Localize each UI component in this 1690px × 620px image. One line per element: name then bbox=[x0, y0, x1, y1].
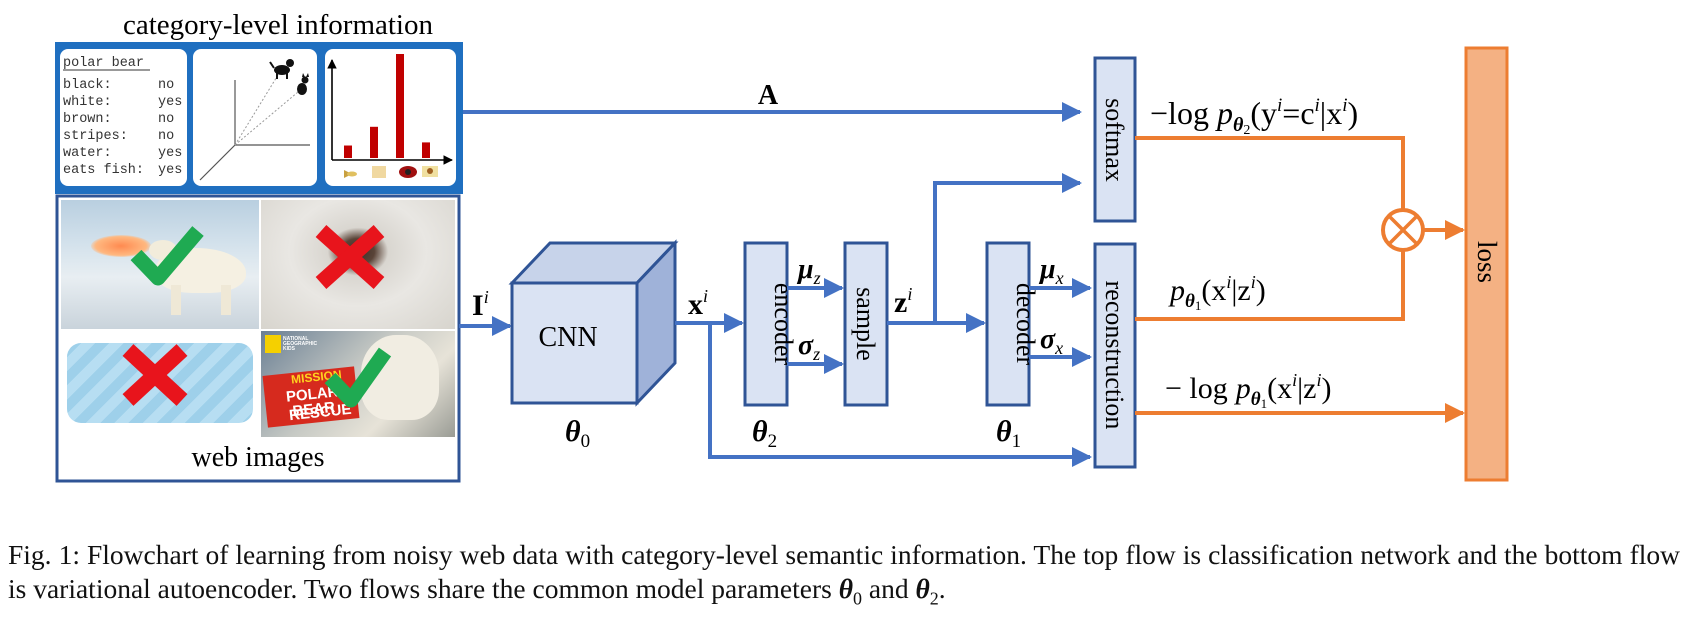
edge-feature-to-reconstruction bbox=[708, 323, 1092, 467]
cat-silhouette-icon bbox=[297, 73, 309, 95]
loss-block bbox=[1464, 46, 1509, 482]
attribute-thumbnails bbox=[344, 166, 438, 178]
edge-label-A: A bbox=[758, 80, 779, 111]
latent-label: zi bbox=[894, 284, 912, 319]
loss-label: loss bbox=[1472, 241, 1502, 283]
reconstruction-label: reconstruction bbox=[1100, 281, 1129, 430]
decoder-block bbox=[985, 241, 1031, 407]
figure-caption: Fig. 1: Flowchart of learning from noisy… bbox=[8, 539, 1680, 609]
attribute-name: stripes: bbox=[63, 129, 128, 144]
theta2-label: θ2 bbox=[752, 415, 777, 452]
attribute-name: white: bbox=[63, 95, 112, 110]
eye-thumbnail-icon bbox=[399, 166, 417, 178]
attribute-name: eats fish: bbox=[63, 163, 144, 178]
fish-thumbnail-icon bbox=[344, 170, 357, 178]
feature-label: xi bbox=[688, 286, 708, 321]
verdict-overlay bbox=[122, 225, 392, 408]
attribute-name: brown: bbox=[63, 112, 112, 127]
histogram-bar bbox=[422, 142, 430, 158]
decoder-label: decoder bbox=[1011, 283, 1040, 366]
sigma-z-label: σz bbox=[798, 330, 820, 364]
poster-badge: NATIONAL GEOGRAPHIC KIDS bbox=[283, 336, 318, 352]
attribute-value: yes bbox=[158, 146, 182, 161]
product-symbol-icon bbox=[1387, 214, 1419, 246]
likelihood-equation: pθ1(xi|zi) bbox=[1168, 272, 1266, 313]
histogram-bar bbox=[396, 54, 404, 158]
edge-reconstruction-to-product bbox=[1135, 250, 1405, 321]
edge-latent-to-softmax bbox=[933, 173, 1082, 323]
attribute-histogram bbox=[327, 54, 453, 165]
attribute-name: black: bbox=[63, 78, 112, 93]
histogram-bars bbox=[344, 54, 430, 158]
cross-mark-icon bbox=[315, 225, 385, 289]
attribute-value: yes bbox=[158, 95, 182, 110]
check-mark-icon bbox=[324, 347, 392, 408]
dog-silhouette-icon bbox=[269, 59, 294, 79]
attribute-value: no bbox=[158, 112, 174, 127]
attribute-category-name: polar bear bbox=[63, 56, 144, 71]
sigma-x-label: σx bbox=[1040, 324, 1063, 358]
attribute-name: water: bbox=[63, 146, 112, 161]
web-images-label: web images bbox=[192, 442, 325, 473]
sample-block bbox=[843, 241, 889, 407]
input-label: Ii bbox=[472, 287, 489, 322]
softmax-label: softmax bbox=[1100, 98, 1129, 182]
attribute-value: yes bbox=[158, 163, 182, 178]
embedding-space-card bbox=[193, 49, 317, 186]
mu-z-label: μz bbox=[796, 254, 821, 288]
attribute-table-card bbox=[60, 49, 187, 186]
cnn-block bbox=[508, 239, 679, 407]
softmax-block bbox=[1093, 56, 1137, 223]
histogram-bar bbox=[370, 126, 378, 158]
reconstruction-block bbox=[1093, 242, 1137, 469]
check-mark-icon bbox=[130, 226, 204, 286]
fur-thumbnail-icon bbox=[372, 166, 386, 178]
paw-thumbnail-icon bbox=[422, 166, 438, 177]
cnn-label: CNN bbox=[538, 322, 597, 353]
histogram-bar bbox=[344, 145, 352, 158]
category-info-title: category-level information bbox=[123, 9, 434, 41]
edge-softmax-to-product bbox=[1135, 136, 1405, 210]
encoder-label: encoder bbox=[769, 283, 798, 366]
encoder-block bbox=[743, 241, 789, 407]
theta1-label: θ1 bbox=[996, 415, 1021, 452]
sample-label: sample bbox=[851, 287, 880, 361]
attribute-value: no bbox=[158, 78, 174, 93]
cross-mark-icon bbox=[122, 344, 188, 406]
theta0-label: θ0 bbox=[565, 415, 590, 452]
embedding-space-axes bbox=[199, 74, 310, 181]
attribute-value: no bbox=[158, 129, 174, 144]
mu-x-label: μx bbox=[1038, 254, 1064, 288]
